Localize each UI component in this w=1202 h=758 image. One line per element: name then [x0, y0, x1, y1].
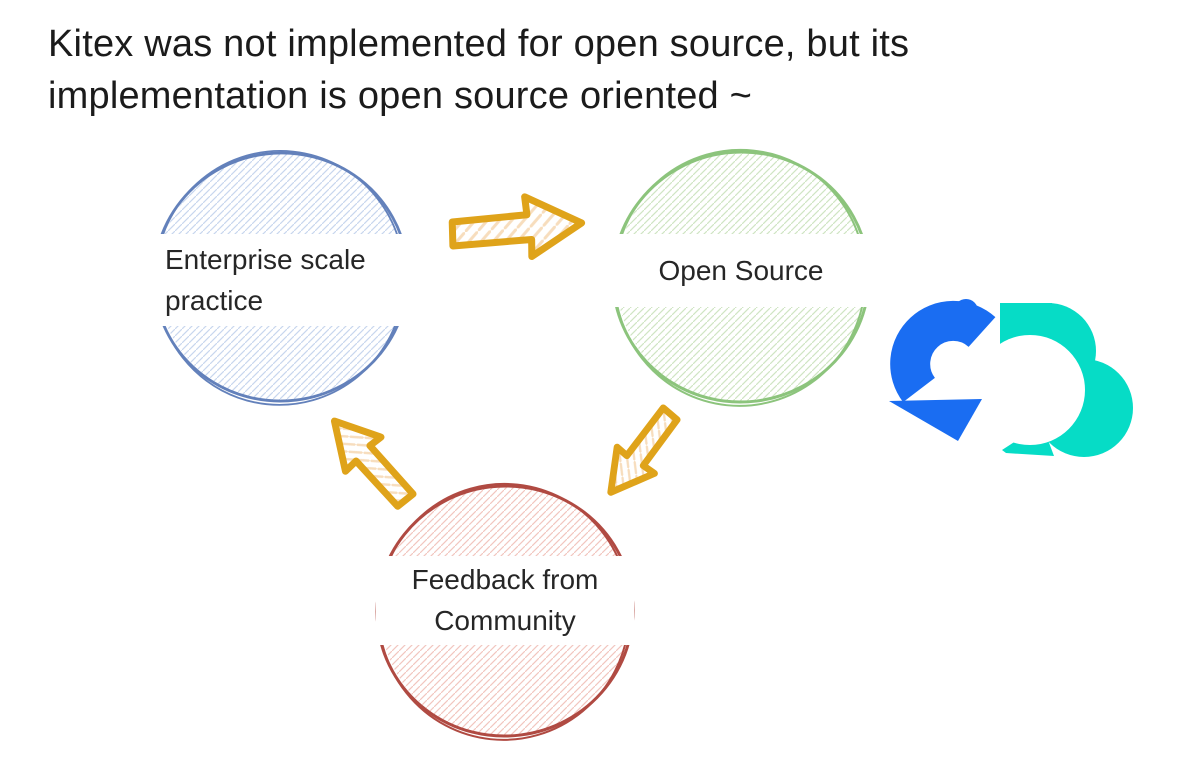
blue-arrow-head	[889, 399, 982, 441]
node-label-open-source: Open Source	[611, 234, 871, 307]
arrow-up-left-shape	[330, 417, 417, 510]
cloudwego-logo-white-gap	[975, 335, 1085, 445]
slide-title-line-1: Kitex was not implemented for open sourc…	[48, 23, 910, 65]
node-label-line: practice	[165, 285, 264, 316]
node-label-line: Enterprise scale	[165, 244, 366, 275]
node-label-feedback-from-community: Feedback from Community	[376, 556, 634, 645]
node-label-line: Community	[434, 605, 576, 636]
node-label-enterprise-scale-practice: Enterprise scale practice	[150, 234, 412, 326]
slide-title-line-2: implementation is open source oriented ~	[48, 75, 753, 117]
node-label-line: Open Source	[658, 255, 824, 286]
arrow-open-source-to-feedback	[607, 404, 681, 496]
arrow-down-left-shape	[607, 404, 681, 496]
slide-title: Kitex was not implemented for open sourc…	[48, 18, 909, 122]
cloudwego-logo	[889, 299, 1133, 457]
node-label-line: Feedback from	[411, 564, 599, 595]
arrow-feedback-to-practice	[330, 417, 417, 510]
arrow-right-shape	[448, 193, 586, 260]
arrow-practice-to-open-source	[448, 193, 586, 260]
blue-arrow-arc	[890, 300, 996, 403]
cloudwego-logo-blue-arrow	[889, 299, 996, 441]
